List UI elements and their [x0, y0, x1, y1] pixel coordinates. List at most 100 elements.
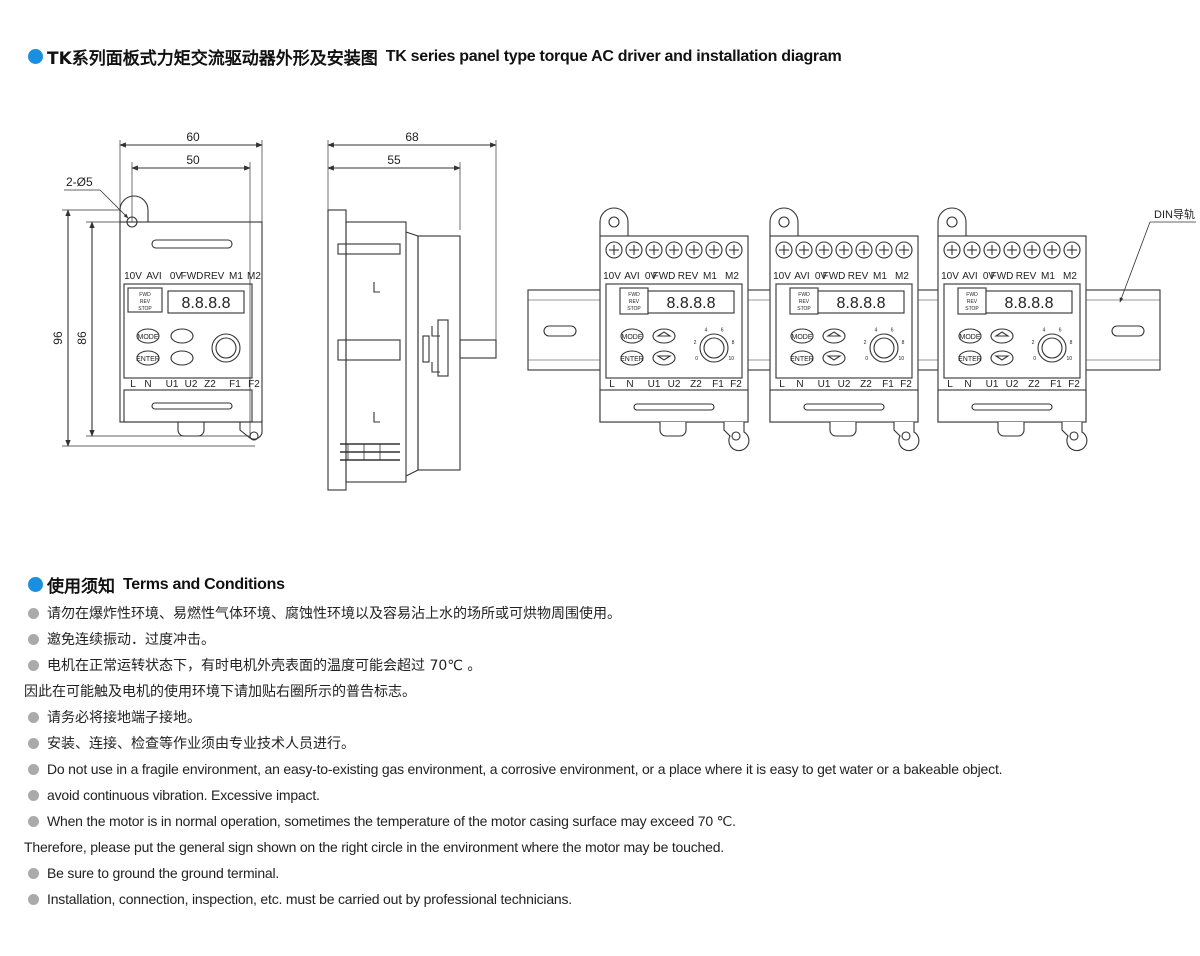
status-label: STOP: [627, 306, 641, 312]
bullet-dot-icon: [28, 815, 39, 827]
terminal-label: REV: [1016, 271, 1037, 282]
front-status-label: FWD: [139, 292, 151, 298]
down-arrow-icon: [826, 355, 842, 361]
terms-item: 因此在可能触及电机的使用环境下请加贴右圈所示的普告标志。: [24, 678, 1174, 704]
seven-seg-display: 8.8.8.8: [837, 295, 886, 312]
front-enter-button: ENTER: [136, 356, 160, 363]
dim-depth-inner: 55: [387, 153, 401, 167]
knob-scale-label: 4: [874, 328, 877, 334]
bullet-dot-icon: [28, 659, 39, 671]
terminal-label: 10V: [603, 271, 621, 282]
terminal-label: F2: [900, 379, 912, 390]
up-arrow-icon: [826, 331, 842, 337]
knob-scale-label: 10: [729, 356, 735, 362]
bullet-dot-icon: [28, 737, 39, 749]
terminal-label: L: [947, 379, 953, 390]
terminal-label: REV: [678, 271, 699, 282]
knob-scale-label: 8: [902, 340, 905, 346]
terms-item: Therefore, please put the general sign s…: [24, 834, 1174, 860]
terminal-label: FWD: [991, 271, 1014, 282]
terminal-label: AVI: [794, 271, 809, 282]
terms-item-text: Installation, connection, inspection, et…: [47, 891, 572, 907]
status-label: STOP: [965, 306, 979, 312]
up-arrow-icon: [656, 331, 672, 337]
mode-button-label: MODE: [622, 334, 643, 341]
front-terminal-label: AVI: [146, 271, 161, 282]
terminal-label: U1: [818, 379, 831, 390]
terminal-label: FWD: [823, 271, 846, 282]
seven-seg-display: 8.8.8.8: [667, 295, 716, 312]
front-terminal-label: F2: [248, 379, 260, 390]
terminal-label: AVI: [962, 271, 977, 282]
terminal-label: Z2: [860, 379, 872, 390]
terminal-label: Z2: [1028, 379, 1040, 390]
terminal-label: N: [964, 379, 971, 390]
bullet-dot-icon: [28, 607, 39, 619]
terminal-label: U2: [1006, 379, 1019, 390]
bullet-dot-icon: [28, 867, 39, 879]
terms-item: 邀免连续振动．过度冲击。: [24, 626, 1174, 652]
terminal-label: AVI: [624, 271, 639, 282]
terminal-label: M1: [873, 271, 887, 282]
front-terminal-label: L: [130, 379, 136, 390]
terms-item: Be sure to ground the ground terminal.: [24, 860, 1174, 886]
bullet-dot-icon: [28, 763, 39, 775]
terminal-label: 10V: [773, 271, 791, 282]
section-title-terms: 使用须知 Terms and Conditions: [28, 572, 285, 597]
terminal-label: L: [609, 379, 615, 390]
terms-item: avoid continuous vibration. Excessive im…: [24, 782, 1174, 808]
knob-scale-label: 4: [1042, 328, 1045, 334]
front-terminal-label: 10V: [124, 271, 142, 282]
terminal-label: N: [626, 379, 633, 390]
terms-item-text: 因此在可能触及电机的使用环境下请加贴右圈所示的普告标志。: [24, 684, 416, 700]
terminal-label: Z2: [690, 379, 702, 390]
status-label: FWD: [966, 292, 978, 298]
terminal-label: U1: [986, 379, 999, 390]
front-terminal-label: M2: [247, 271, 261, 282]
bullet-dot-icon: [28, 711, 39, 723]
front-display: 8.8.8.8: [182, 295, 231, 312]
front-terminal-label: N: [144, 379, 151, 390]
terms-item: 安装、连接、检查等作业须由专业技术人员进行。: [24, 730, 1174, 756]
terminal-label: FWD: [653, 271, 676, 282]
dim-width-outer: 60: [186, 130, 200, 144]
status-label: REV: [629, 299, 640, 305]
knob-scale-label: 10: [1067, 356, 1073, 362]
terms-item: 电机在正常运转状态下，有时电机外壳表面的温度可能会超过 70℃ 。: [24, 652, 1174, 678]
knob-scale-label: 6: [891, 328, 894, 334]
terms-item: Do not use in a fragile environment, an …: [24, 756, 1174, 782]
status-label: REV: [967, 299, 978, 305]
knob-scale-label: 2: [864, 340, 867, 346]
knob-scale-label: 6: [721, 328, 724, 334]
front-status-label: STOP: [138, 306, 152, 312]
terms-item: 请务必将接地端子接地。: [24, 704, 1174, 730]
terms-item-text: When the motor is in normal operation, s…: [47, 812, 736, 829]
terminal-label: F1: [1050, 379, 1062, 390]
down-arrow-icon: [656, 355, 672, 361]
bullet-dot-icon: [28, 49, 43, 64]
terms-item: 请勿在爆炸性环境、易燃性气体环境、腐蚀性环境以及容易沾上水的场所或可烘物周围使用…: [24, 600, 1174, 626]
terminal-label: N: [796, 379, 803, 390]
front-terminal-label: U2: [185, 379, 198, 390]
terminal-label: 0V: [815, 271, 828, 282]
status-label: STOP: [797, 306, 811, 312]
front-mode-button: MODE: [138, 334, 159, 341]
front-terminal-label: 0V: [170, 271, 183, 282]
knob-scale-label: 0: [695, 356, 698, 362]
terms-item-text: 电机在正常运转状态下，有时电机外壳表面的温度可能会超过 70℃ 。: [47, 658, 482, 674]
front-terminal-label: FWD: [181, 271, 204, 282]
din-rail-label: DIN导轨: [1154, 207, 1195, 221]
terms-title-en: Terms and Conditions: [123, 575, 285, 593]
knob-scale-label: 0: [865, 356, 868, 362]
bullet-dot-icon: [28, 577, 43, 592]
enter-button-label: ENTER: [790, 356, 814, 363]
terminal-label: M2: [725, 271, 739, 282]
terminal-label: 10V: [941, 271, 959, 282]
bullet-dot-icon: [28, 789, 39, 801]
terms-list: 请勿在爆炸性环境、易燃性气体环境、腐蚀性环境以及容易沾上水的场所或可烘物周围使用…: [24, 600, 1174, 912]
front-terminal-label: F1: [229, 379, 241, 390]
seven-seg-display: 8.8.8.8: [1005, 295, 1054, 312]
